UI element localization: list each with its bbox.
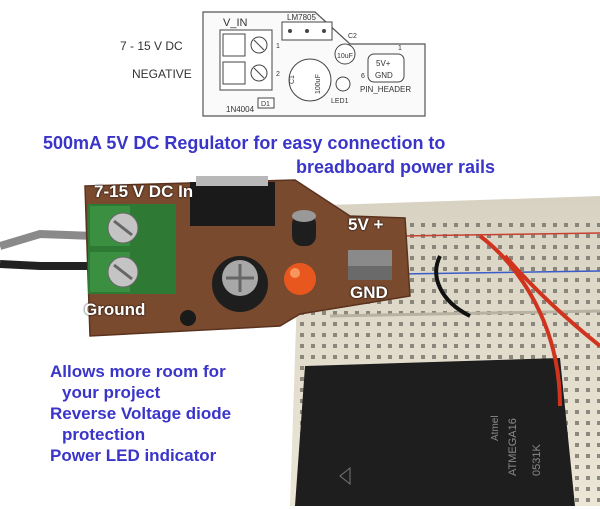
chip-brand: Atmel [490, 415, 501, 441]
schematic-pin-2: 2 [276, 71, 280, 78]
chip-code: 0531K [531, 444, 543, 476]
schematic-regulator-label: LM7805 [287, 13, 316, 22]
schematic-pin-bottom: 6 [361, 73, 365, 80]
ground-label: Ground [84, 300, 146, 319]
schematic-c2-label: C2 [348, 33, 357, 40]
schematic-header-label: PIN_HEADER [360, 85, 411, 94]
schematic-pin-top: 1 [398, 45, 402, 52]
schematic-led-label: LED1 [331, 98, 349, 105]
chip-part: ATMEGA16 [507, 418, 519, 476]
board-photo: Atmel ATMEGA16 0531K [0, 176, 600, 506]
feature-line: Reverse Voltage diode [50, 404, 232, 423]
feature-line: your project [62, 383, 161, 402]
input-voltage-label: 7-15 V DC In [94, 182, 194, 201]
schematic-c2-value: 10uF [337, 53, 353, 60]
feature-list: Allows more room for your project Revers… [50, 361, 231, 466]
feature-line: protection [62, 425, 146, 444]
five-volt-label: 5V + [348, 215, 384, 234]
feature-line: Power LED indicator [50, 446, 217, 465]
schematic-c1-label: C1 [289, 75, 296, 84]
gnd-label: GND [350, 283, 388, 302]
schematic-input-label: 7 - 15 V DC [120, 39, 183, 53]
schematic-negative-label: NEGATIVE [132, 67, 192, 81]
title-line-1: 500mA 5V DC Regulator for easy connectio… [43, 133, 446, 153]
schematic-d1-label: D1 [261, 101, 270, 108]
schematic-header-gnd: GND [375, 71, 393, 80]
feature-line: Allows more room for [50, 362, 226, 381]
schematic-diode-label: 1N4004 [226, 105, 255, 114]
schematic-c1-value: 100uF [315, 74, 322, 94]
title-line-2: breadboard power rails [296, 157, 496, 177]
pcb-silkscreen-diagram: V_IN LM7805 C2 10uF 1 5V+ GND 6 PIN_HEAD… [120, 11, 426, 117]
schematic-pin-1: 1 [276, 43, 280, 50]
schematic-v-in-label: V_IN [223, 17, 248, 29]
schematic-header-5v: 5V+ [376, 59, 391, 68]
